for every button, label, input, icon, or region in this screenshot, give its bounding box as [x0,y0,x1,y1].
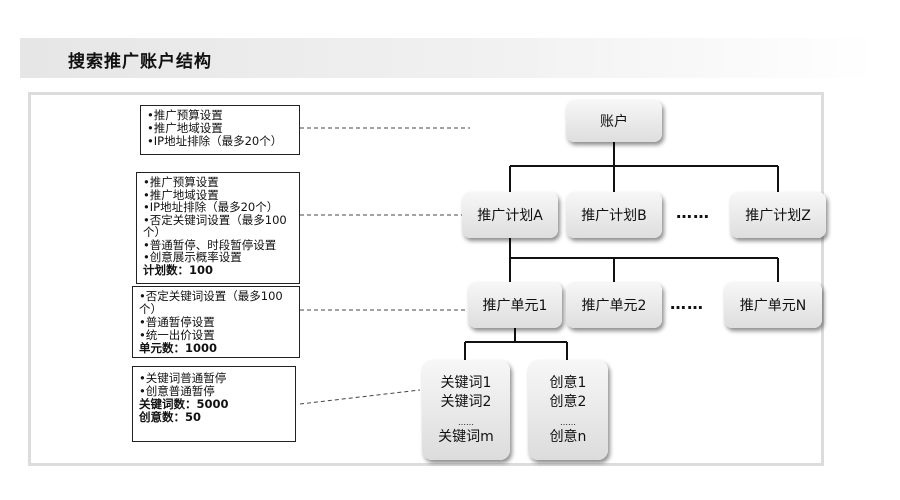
note-item: •否定关键词设置（最多100个） [139,289,283,316]
keyword-1: 关键词1 [440,375,492,391]
page-title: 搜索推广账户结构 [68,52,212,72]
note-account: •推广预算设置 •推广地域设置 •IP地址排除（最多20个） [140,105,300,155]
note-item: •普通暂停设置 [139,315,215,329]
title-bar [20,38,880,78]
note-unit: •否定关键词设置（最多100个） •普通暂停设置 •统一出价设置 单元数：100… [132,286,300,358]
note-item: •推广地域设置 [147,121,223,135]
plan-count: 计划数：100 [143,262,214,277]
node-unit-1: 推广单元1 [468,282,562,328]
note-item: •普通暂停、时段暂停设置 [143,237,277,252]
note-item: •IP地址排除（最多20个） [147,134,283,148]
node-unit-2: 推广单元2 [566,282,662,328]
plan-ellipsis: …… [676,203,710,222]
keyword-2: 关键词2 [440,394,492,410]
keyword-ellipsis: …… [458,418,474,427]
note-keyword-creative: •关键词普通暂停 •创意普通暂停 关键词数：5000 创意数：50 [132,366,296,442]
creative-count: 创意数：50 [139,410,202,424]
note-item: •创意展示概率设置 [143,250,242,264]
unit-ellipsis: …… [670,294,704,313]
unit-count: 单元数：1000 [139,341,218,355]
creative-2: 创意2 [549,394,587,410]
note-item: •IP地址排除（最多20个） [143,200,279,214]
node-plan-a: 推广计划A [462,192,558,238]
node-unit-n: 推广单元N [724,282,822,328]
creative-1: 创意1 [549,375,587,391]
note-item: •推广预算设置 [147,108,223,122]
keyword-count: 关键词数：5000 [139,397,229,411]
note-plan: •推广预算设置 •推广地域设置 •IP地址排除（最多20个） •否定关键词设置（… [136,172,300,284]
node-account: 账户 [566,100,662,142]
creative-ellipsis: …… [560,418,576,427]
node-creatives: 创意1 创意2 …… 创意n [528,360,608,460]
note-item: •关键词普通暂停 [139,371,227,385]
keyword-m: 关键词m [438,429,494,445]
note-item: •创意普通暂停 [139,384,215,398]
note-item: •统一出价设置 [139,328,215,342]
node-keywords: 关键词1 关键词2 …… 关键词m [422,360,510,460]
note-item: •推广预算设置 [143,175,219,189]
creative-n: 创意n [549,429,587,445]
node-plan-z: 推广计划Z [730,192,826,238]
note-item: •否定关键词设置（最多100个） [143,212,287,239]
node-plan-b: 推广计划B [566,192,662,238]
note-item: •推广地域设置 [143,187,219,202]
